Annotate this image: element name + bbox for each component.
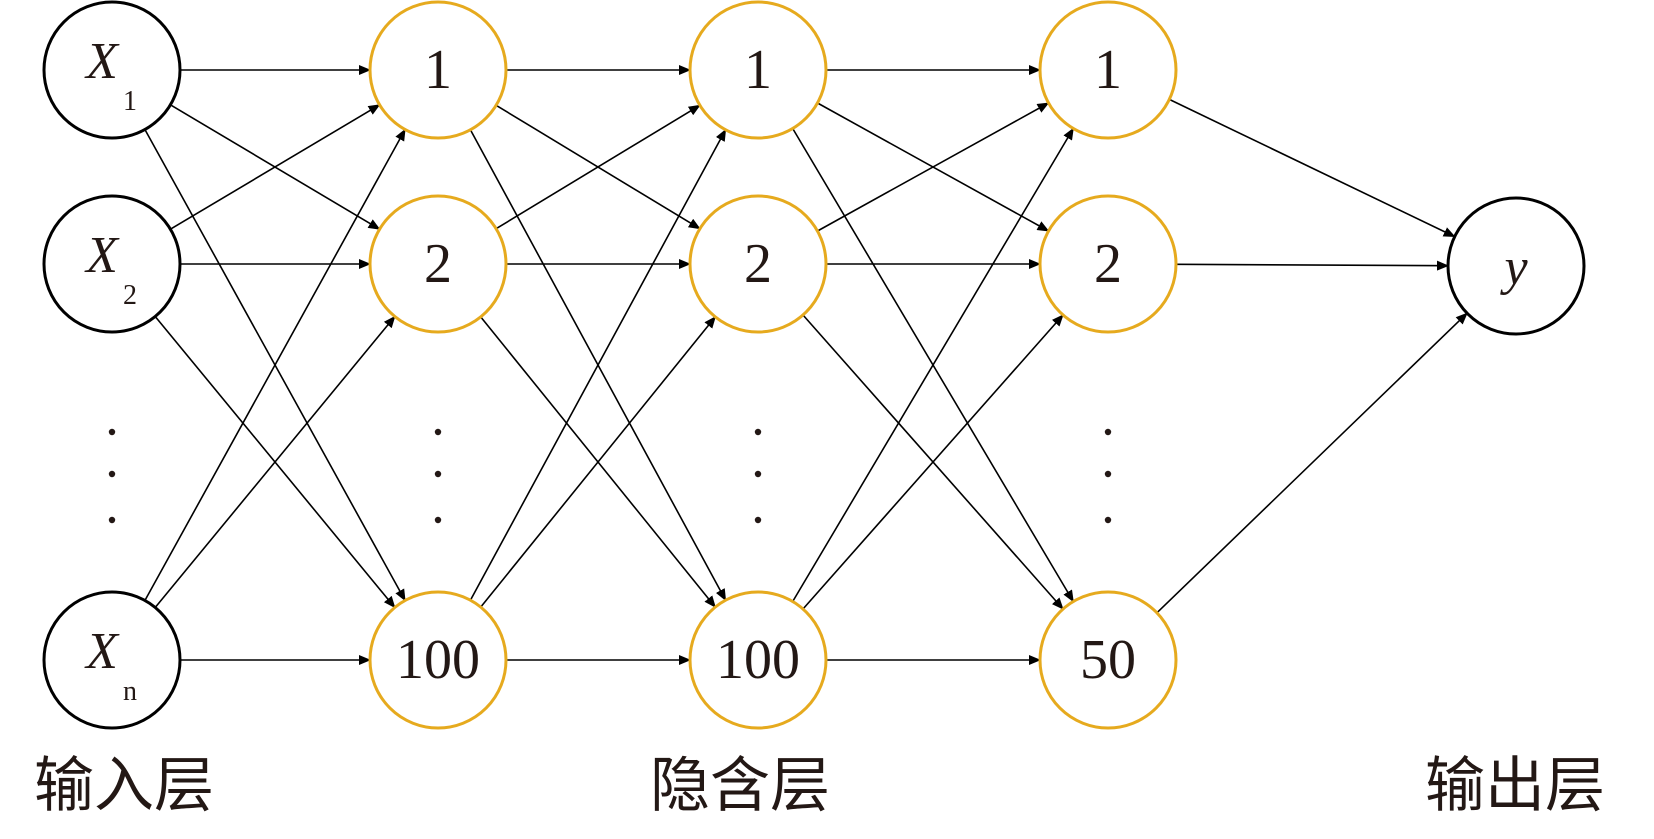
- edge-input-1-to-hidden1-0: [169, 104, 381, 230]
- node-subscript: 1: [123, 86, 137, 117]
- ellipsis-dot-hidden1-2: [434, 516, 442, 524]
- node-label: 100: [716, 629, 800, 691]
- node-label: 1: [1094, 39, 1122, 101]
- node-circle: [688, 194, 828, 334]
- node-hidden3-0: 1: [1038, 0, 1178, 140]
- ellipsis-dot-hidden2-1: [754, 470, 762, 478]
- node-hidden2-1: 2: [688, 194, 828, 334]
- ellipsis-dot-hidden2-0: [754, 428, 762, 436]
- node-hidden1-0: 1: [368, 0, 508, 140]
- node-circle: [688, 590, 828, 730]
- node-label: X: [84, 623, 120, 680]
- node-hidden3-1: 2: [1038, 194, 1178, 334]
- ellipsis-dot-input-0: [108, 428, 116, 436]
- node-label: y: [1499, 239, 1528, 296]
- edge-hidden2-2-to-hidden3-1: [802, 314, 1064, 610]
- ellipsis-dot-hidden1-0: [434, 428, 442, 436]
- node-label: 2: [744, 233, 772, 295]
- edge-hidden1-2-to-hidden2-0: [469, 128, 727, 601]
- node-hidden2-0: 1: [688, 0, 828, 140]
- node-hidden2-2: 100: [688, 590, 828, 730]
- edge-hidden3-0-to-output-0: [1168, 98, 1456, 238]
- node-input-0: X1: [42, 0, 182, 140]
- node-label: X: [84, 227, 120, 284]
- node-label: 50: [1080, 629, 1136, 691]
- ellipsis-dot-hidden3-2: [1104, 516, 1112, 524]
- edge-input-2-to-hidden1-0: [144, 128, 406, 601]
- node-circle: [1446, 196, 1586, 336]
- node-output-0: y: [1446, 196, 1586, 336]
- input-layer-label: 输入层: [34, 751, 214, 821]
- node-circle: [1038, 194, 1178, 334]
- node-circle: [368, 194, 508, 334]
- edge-hidden3-1-to-output-0: [1175, 260, 1449, 271]
- node-label: 2: [1094, 233, 1122, 295]
- node-hidden3-2: 50: [1038, 590, 1178, 730]
- node-input-1: X2: [42, 194, 182, 334]
- ellipsis-dot-hidden1-1: [434, 470, 442, 478]
- node-label: 2: [424, 233, 452, 295]
- node-hidden1-2: 100: [368, 590, 508, 730]
- ellipsis-dot-input-2: [108, 516, 116, 524]
- node-label: 1: [424, 39, 452, 101]
- node-circle: [368, 0, 508, 140]
- node-circle: [1038, 590, 1178, 730]
- node-label: X: [84, 33, 120, 90]
- edge-hidden3-2-to-output-0: [1156, 312, 1468, 614]
- output-layer-label: 输出层: [1425, 751, 1605, 821]
- edge-hidden1-1-to-hidden2-0: [495, 104, 701, 230]
- ellipsis-dot-input-1: [108, 470, 116, 478]
- node-circle: [688, 0, 828, 140]
- node-label: 100: [396, 629, 480, 691]
- edge-hidden2-1-to-hidden3-0: [817, 102, 1050, 232]
- node-label: 1: [744, 39, 772, 101]
- node-circle: [42, 194, 182, 334]
- node-subscript: 2: [123, 280, 137, 311]
- node-input-2: Xn: [42, 590, 182, 730]
- ellipsis-dot-hidden2-2: [754, 516, 762, 524]
- edge-hidden1-2-to-hidden2-1: [480, 316, 716, 608]
- node-circle: [42, 590, 182, 730]
- node-hidden1-1: 2: [368, 194, 508, 334]
- ellipsis-dot-hidden3-1: [1104, 470, 1112, 478]
- ellipsis-dots: [108, 428, 1112, 524]
- node-subscript: n: [123, 676, 137, 707]
- node-circle: [1038, 0, 1178, 140]
- hidden-layer-label: 隐含层: [650, 751, 830, 821]
- node-circle: [42, 0, 182, 140]
- edge-input-2-to-hidden1-1: [154, 315, 396, 609]
- connections: [144, 65, 1468, 665]
- node-circle: [368, 590, 508, 730]
- edge-hidden2-2-to-hidden3-0: [792, 127, 1074, 602]
- ellipsis-dot-hidden3-0: [1104, 428, 1112, 436]
